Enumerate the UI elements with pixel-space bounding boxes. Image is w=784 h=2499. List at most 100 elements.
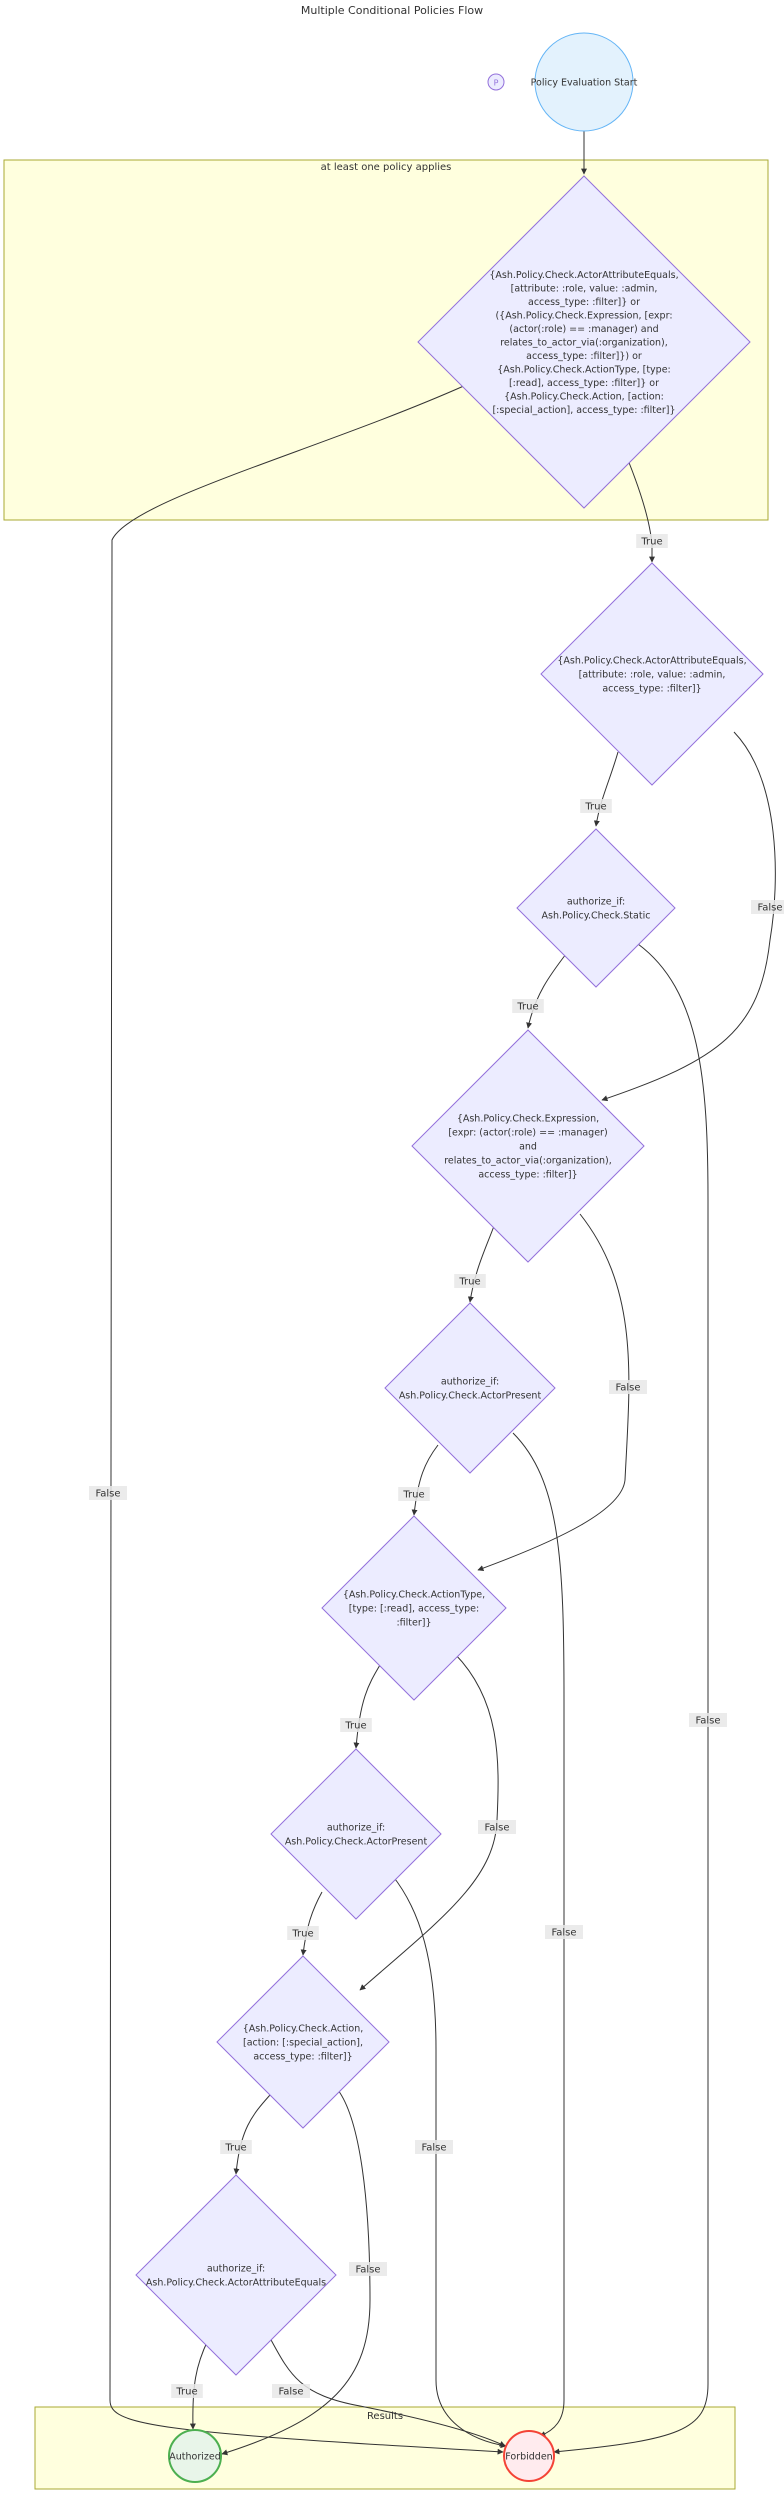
edge-label-bg (287, 1926, 319, 1940)
edge-label: True (287, 1926, 319, 1940)
node-start_small[interactable]: P (487, 73, 505, 91)
edge-label-text: False (757, 903, 782, 914)
node-d_present2[interactable]: authorize_if: Ash.Policy.Check.ActorPrese… (270, 1748, 442, 1920)
edge-d_present1-to-d_actiontype (411, 1444, 439, 1516)
node-label-line: access_type: :filter]} (253, 2052, 352, 2063)
node-shape (135, 2174, 337, 2376)
edge-label-bg (340, 1718, 372, 1732)
nodes-layer: P Policy Evaluation Start {Ash.Policy.Chec… (135, 32, 764, 2483)
node-label-line: {Ash.Policy.Check.ActorAttributeEquals, (489, 270, 678, 281)
node-label-line: access_type: :filter]} (602, 684, 701, 695)
edge-label-text: True (175, 2387, 197, 2398)
node-label-line: authorize_if: (567, 897, 625, 908)
edge-label-bg (89, 1486, 127, 1500)
node-d_static[interactable]: authorize_if: Ash.Policy.Check.Static (516, 828, 676, 988)
edge-label: True (398, 1487, 430, 1501)
edge-label: False (545, 1925, 583, 1939)
edge-d_attr-to-authorized (189, 2339, 209, 2430)
edges-layer (109, 131, 776, 2456)
edge-label: False (349, 2262, 387, 2276)
node-label-line: [attribute: :role, value: :admin, (511, 284, 658, 295)
edge-label: True (220, 2140, 252, 2154)
edge-label: True (636, 534, 668, 548)
node-d_action[interactable]: {Ash.Policy.Check.Action,[action: [:spec… (216, 1955, 390, 2129)
node-label-line: [action: [:special_action], (243, 2038, 363, 2049)
edge-label-text: False (278, 2387, 303, 2398)
edge-label-text: True (291, 1929, 313, 1940)
edge-d_action-to-d_attr (233, 2094, 271, 2175)
node-shape (540, 562, 764, 786)
node-authorized[interactable]: Authorized (168, 2429, 222, 2483)
edge-d_static-to-d_expr (526, 953, 567, 1029)
edge-d_expr-to-d_present1 (467, 1225, 495, 1303)
edge-label-bg (398, 1487, 430, 1501)
node-label-line: Policy Evaluation Start (531, 78, 638, 89)
edge-label-bg (171, 2384, 203, 2398)
diagram-title: Multiple Conditional Policies Flow (301, 4, 483, 17)
node-shape (216, 1955, 390, 2129)
node-label-line: authorize_if: (207, 2264, 265, 2275)
edge-d_admin-to-d_static (593, 751, 619, 827)
edge-label-text: True (344, 1721, 366, 1732)
edge-label: False (609, 1380, 647, 1394)
edge-label: True (340, 1718, 372, 1732)
edge-label-bg (512, 999, 544, 1013)
node-d_present1[interactable]: authorize_if: Ash.Policy.Check.ActorPrese… (384, 1302, 556, 1474)
node-label-line: relates_to_actor_via(:organization), (444, 1156, 612, 1167)
edge-label: False (689, 1713, 727, 1727)
edge-label-text: True (640, 537, 662, 548)
node-d_attr[interactable]: authorize_if:Ash.Policy.Check.ActorAttri… (135, 2174, 337, 2376)
node-shape (516, 828, 676, 988)
node-label-line: access_type: :filter]} (478, 1170, 577, 1181)
node-label-line: authorize_if: (441, 1377, 499, 1388)
edge-label-text: False (355, 2265, 380, 2276)
edge-label-bg (609, 1380, 647, 1394)
edge-label-bg (272, 2384, 310, 2398)
edge-label-bg (751, 900, 784, 914)
edge-label-text: False (484, 1823, 509, 1834)
node-label-line: [expr: (actor(:role) == :manager) (448, 1128, 607, 1139)
edge-label-bg (689, 1713, 727, 1727)
node-label-line: Ash.Policy.Check.ActorPresent (399, 1391, 542, 1402)
edge-d_present2-to-d_action (300, 1891, 323, 1956)
edge-labels-layer: TrueFalseTrueFalseTrueFalseTrueFalseTrue… (89, 534, 784, 2398)
node-label-line: relates_to_actor_via(:organization), (500, 338, 668, 349)
node-label-line: {Ash.Policy.Check.ActionType, [type: (497, 365, 671, 376)
edge-d_static-to-forbidden (553, 943, 709, 2455)
node-d_expr[interactable]: {Ash.Policy.Check.Expression, [expr: (act… (411, 1029, 645, 1263)
cluster-title: at least one policy applies (321, 162, 452, 173)
node-label-line: {Ash.Policy.Check.ActorAttributeEquals, (557, 656, 746, 667)
node-label-line: :filter]} (396, 1618, 431, 1629)
node-shape (534, 32, 634, 132)
node-start[interactable]: Policy Evaluation Start (531, 32, 638, 132)
node-label-line: access_type: :filter]}) or (526, 351, 642, 362)
node-label-line: [type: [:read], access_type: (349, 1604, 479, 1615)
node-d_admin[interactable]: {Ash.Policy.Check.ActorAttributeEquals, [… (540, 562, 764, 786)
node-label-line: and (519, 1142, 537, 1153)
edge-label-text: True (402, 1490, 424, 1501)
edge-label: True (512, 999, 544, 1013)
node-shape (411, 1029, 645, 1263)
node-label-line: {Ash.Policy.Check.Expression, (457, 1114, 599, 1125)
node-label-line: Ash.Policy.Check.ActorPresent (285, 1837, 428, 1848)
node-label-line: [attribute: :role, value: :admin, (579, 670, 726, 681)
edge-label: False (751, 900, 784, 914)
node-forbidden[interactable]: Forbidden (503, 2430, 555, 2482)
node-label-line: authorize_if: (327, 1823, 385, 1834)
node-label-line: Ash.Policy.Check.Static (542, 911, 651, 922)
node-label-line: [:read], access_type: :filter]} or (509, 378, 659, 389)
node-label-line: Authorized (169, 2452, 221, 2463)
node-d_apply[interactable]: {Ash.Policy.Check.ActorAttributeEquals, [… (417, 175, 751, 509)
node-label-line: Forbidden (505, 2452, 552, 2463)
edge-label-text: False (695, 1716, 720, 1727)
edge-label-bg (545, 1925, 583, 1939)
node-d_actiontype[interactable]: {Ash.Policy.Check.ActionType,[type: [:re… (321, 1515, 507, 1701)
edge-label-bg (636, 534, 668, 548)
edge-label: False (89, 1486, 127, 1500)
node-shape (503, 2430, 555, 2482)
edge-d_present2-to-forbidden (391, 1874, 507, 2449)
edge-d_admin-to-d_expr (601, 731, 776, 1102)
edge-d_apply-to-forbidden (109, 384, 504, 2455)
node-label-line: {Ash.Policy.Check.Action, [action: (504, 392, 664, 403)
